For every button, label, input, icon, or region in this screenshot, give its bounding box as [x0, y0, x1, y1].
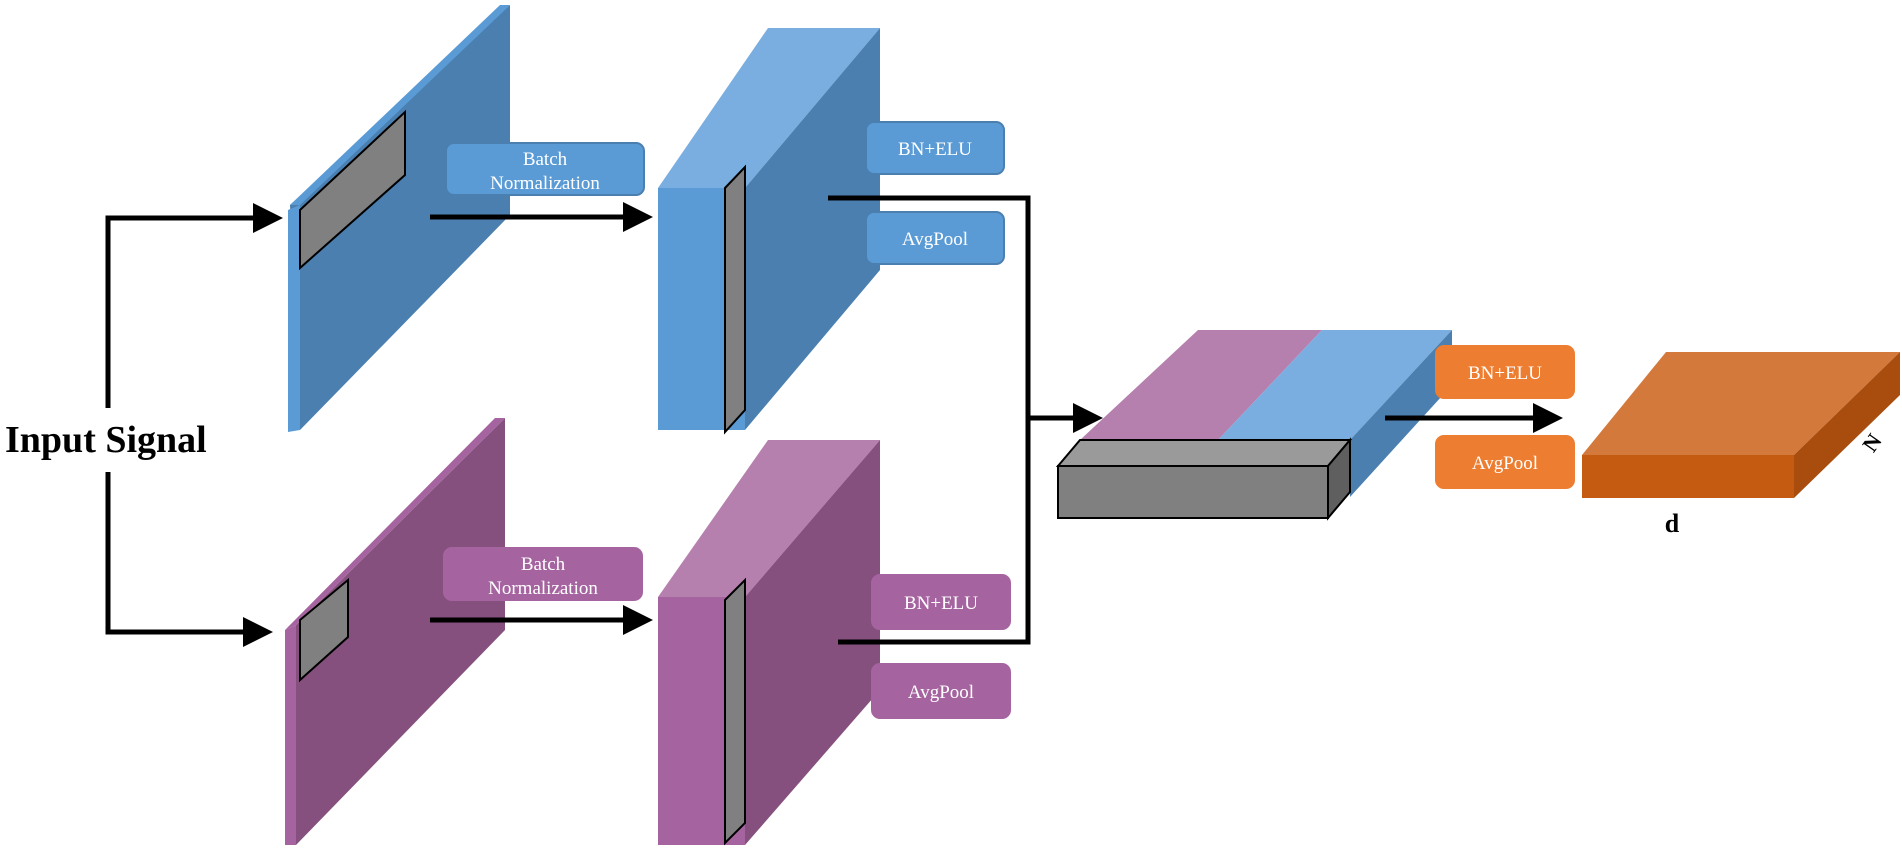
output-side [1794, 352, 1900, 498]
blue-bn-elu-label: BN+ELU [865, 121, 1005, 175]
output-depth-label: d [1665, 509, 1680, 538]
svg-text:AvgPool: AvgPool [902, 229, 968, 250]
purple-layer-1-front-edge [285, 625, 296, 845]
purple-conv-layer-1 [285, 418, 505, 845]
purple-layer-1-side [296, 418, 505, 845]
blue-layer-1-front-edge [288, 205, 300, 432]
blue-conv-layer-1 [288, 5, 510, 432]
input-branch-down-connector [105, 472, 273, 647]
purple-layer-1-top-edge [285, 418, 505, 630]
output-feature-block [1582, 352, 1900, 498]
blue-batch-norm-label: Batch Normalization [445, 142, 645, 196]
output-front [1582, 455, 1794, 498]
blue-batch-norm-line2: Normalization [490, 173, 600, 194]
purple-layer-2-kernel [724, 577, 746, 846]
blue-layer-2-side [745, 28, 880, 430]
concat-blue-side [1350, 330, 1452, 497]
svg-text:BN+ELU: BN+ELU [1468, 363, 1542, 384]
blue-conv-layer-2 [658, 28, 880, 435]
merge-bn-elu-label: BN+ELU [1435, 345, 1575, 399]
blue-layer-2-top [658, 28, 880, 188]
purple-conv-layer-2 [658, 440, 880, 846]
concat-blue-top [1218, 330, 1452, 440]
svg-text:BN+ELU: BN+ELU [898, 139, 972, 160]
purple-layer-1-kernel [299, 577, 349, 683]
purple-layer-2-side [745, 440, 880, 845]
purple-avgpool-label: AvgPool [871, 663, 1011, 719]
concat-gray-top [1055, 439, 1353, 467]
blue-batch-norm-line1: Batch [523, 149, 568, 170]
merge-avgpool-label: AvgPool [1435, 435, 1575, 489]
blue-layer-1-top-edge [290, 5, 510, 205]
output-side-label: N [1857, 429, 1887, 456]
purple-batch-norm-line1: Batch [521, 554, 566, 575]
concat-gray-front [1057, 465, 1329, 519]
svg-text:AvgPool: AvgPool [1472, 453, 1538, 474]
concatenated-feature-block [1055, 330, 1452, 521]
purple-batch-norm-line2: Normalization [488, 578, 598, 599]
input-branch-up-connector [105, 203, 283, 408]
svg-text:AvgPool: AvgPool [908, 682, 974, 703]
purple-bn-elu-label: BN+ELU [871, 574, 1011, 630]
blue-layer-2-kernel [724, 164, 746, 435]
purple-layer-2-top [658, 440, 880, 597]
purple-batch-norm-label: Batch Normalization [443, 547, 643, 601]
concat-purple-top [1080, 330, 1322, 440]
input-signal-label: Input Signal [5, 419, 207, 461]
svg-text:BN+ELU: BN+ELU [904, 593, 978, 614]
blue-layer-1-kernel [299, 109, 406, 271]
blue-avgpool-label: AvgPool [865, 211, 1005, 265]
blue-layer-1-side [290, 5, 510, 430]
